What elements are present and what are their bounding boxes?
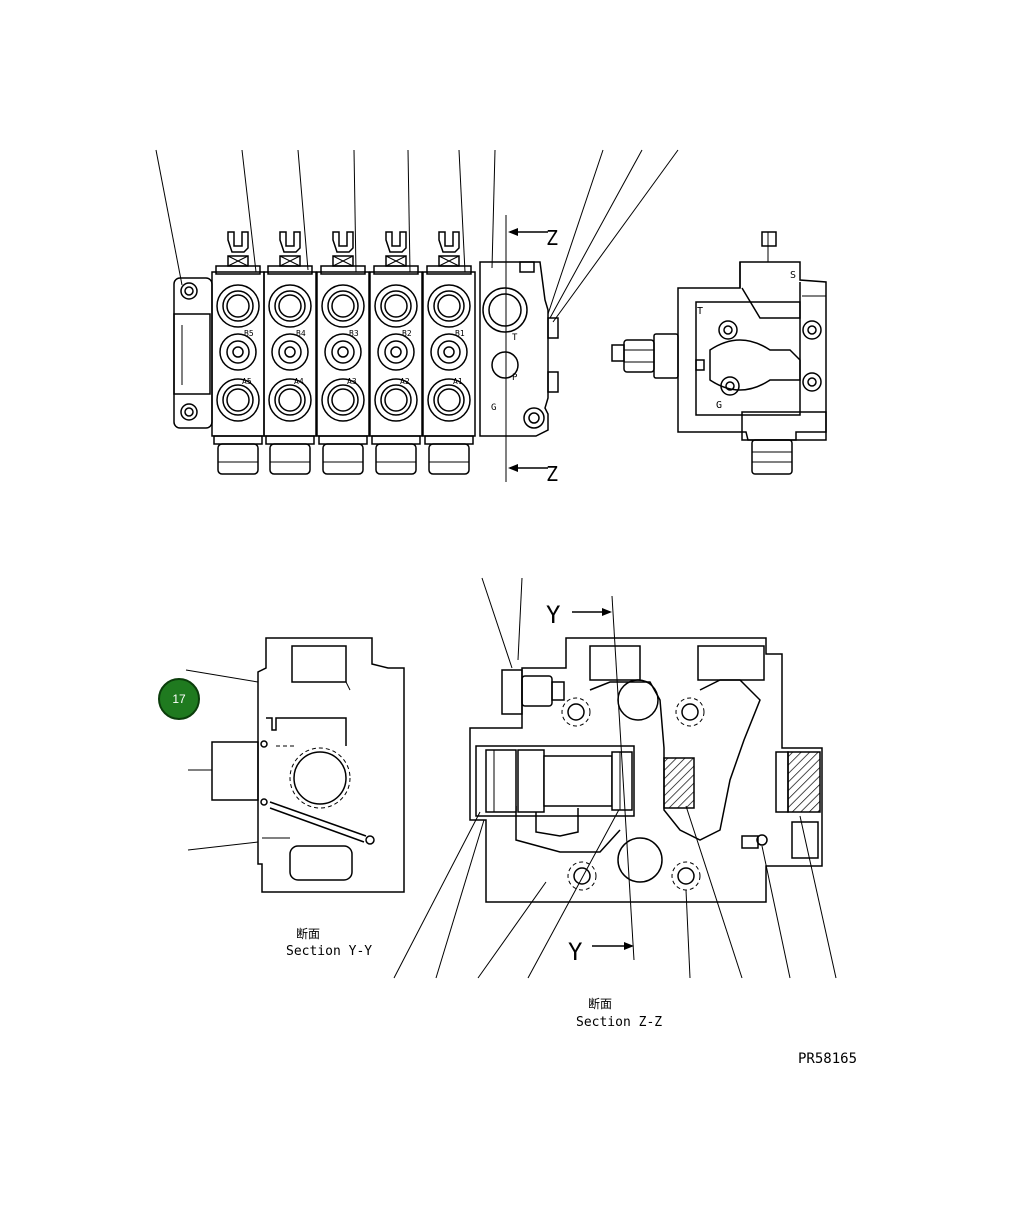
port-label-b3: B3 [349,329,359,338]
port-label-b4: B4 [296,329,306,338]
spool-cap [322,443,364,475]
side-port-label-s: S [790,270,796,281]
port-label-a1: A1 [453,377,463,386]
spool-lever [438,231,460,253]
relief-valve [219,333,257,371]
relief-valve [271,333,309,371]
spool-cap [428,443,470,475]
inlet-cover [173,277,213,429]
drawing-number: PR58165 [798,1051,857,1067]
spool-lever [332,231,354,253]
port-b [374,284,418,328]
port-b [268,284,312,328]
port-label-b5: B5 [244,329,254,338]
spool-cap [269,443,311,475]
port-a [216,378,260,422]
port-label-g: G [491,403,496,413]
outlet-section: T P G [479,261,559,437]
port-label-a4: A4 [294,377,304,386]
port-label-a5: A5 [242,377,252,386]
port-b [216,284,260,328]
leader-lines-top [155,149,679,323]
port-label-a3: A3 [347,377,357,386]
relief-valve [430,333,468,371]
port-label-b1: B1 [455,329,465,338]
spool-cap [217,443,259,475]
callout-number: 17 [172,692,186,706]
port-a [374,378,418,422]
section-mark-z-bottom: Z [546,462,558,486]
port-a [427,378,471,422]
section-mark-y-top: Y [546,601,561,629]
relief-valve [377,333,415,371]
section-line-zz: Z Z [505,215,558,486]
port-a [268,378,312,422]
side-port-label-g: G [716,400,722,411]
caption-section-yy-jp: 断面 [296,926,320,941]
port-label-b2: B2 [402,329,412,338]
port-b [427,284,471,328]
spool-cap [375,443,417,475]
port-b [321,284,365,328]
caption-section-yy: Section Y-Y [286,944,372,959]
port-label-p: P [512,373,518,383]
port-label-a2: A2 [400,377,410,386]
callout-17-button[interactable]: 17 [158,678,200,720]
relief-valve [324,333,362,371]
section-mark-z-top: Z [546,226,558,250]
spool-lever [385,231,407,253]
caption-section-zz: Section Z-Z [576,1015,662,1030]
side-port-label-t: T [697,306,703,317]
port-a [321,378,365,422]
port-label-t: T [512,333,518,343]
section-zz-view: Y Y 断面 Section Z-Z [393,577,837,1030]
spool-lever [227,231,249,253]
caption-section-zz-jp: 断面 [588,996,612,1011]
spool-lever [279,231,301,253]
valve-side-view: S T G [611,231,827,475]
section-mark-y-bottom: Y [568,938,583,966]
section-yy-view: 断面 Section Y-Y [185,637,405,959]
